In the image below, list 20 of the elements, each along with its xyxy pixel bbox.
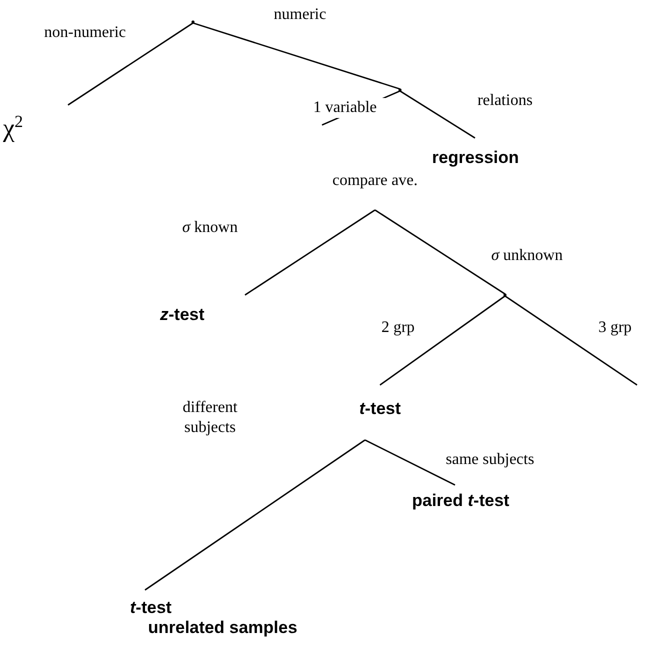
branch-line bbox=[144, 439, 366, 591]
test-name: unrelated samples bbox=[148, 618, 298, 638]
branch-line bbox=[364, 439, 456, 486]
branch-line bbox=[504, 295, 638, 386]
test-name: paired t-test bbox=[412, 491, 510, 511]
branch-line bbox=[380, 295, 506, 386]
branch-line bbox=[400, 90, 476, 139]
branch-line bbox=[68, 22, 194, 106]
branch-point bbox=[504, 294, 506, 296]
branch-line bbox=[374, 209, 506, 295]
test-name: z-test bbox=[160, 305, 204, 325]
test-name: t-test bbox=[130, 598, 172, 618]
branch-point bbox=[192, 20, 194, 24]
branch-line bbox=[192, 22, 400, 90]
test-name: t-test bbox=[359, 399, 401, 419]
test-name: regression bbox=[432, 148, 519, 168]
math-symbol: χ$^{2}$ bbox=[3, 113, 24, 142]
branch-line bbox=[244, 209, 376, 296]
branch-question: compare ave. bbox=[332, 172, 418, 190]
branch-point bbox=[398, 88, 402, 92]
